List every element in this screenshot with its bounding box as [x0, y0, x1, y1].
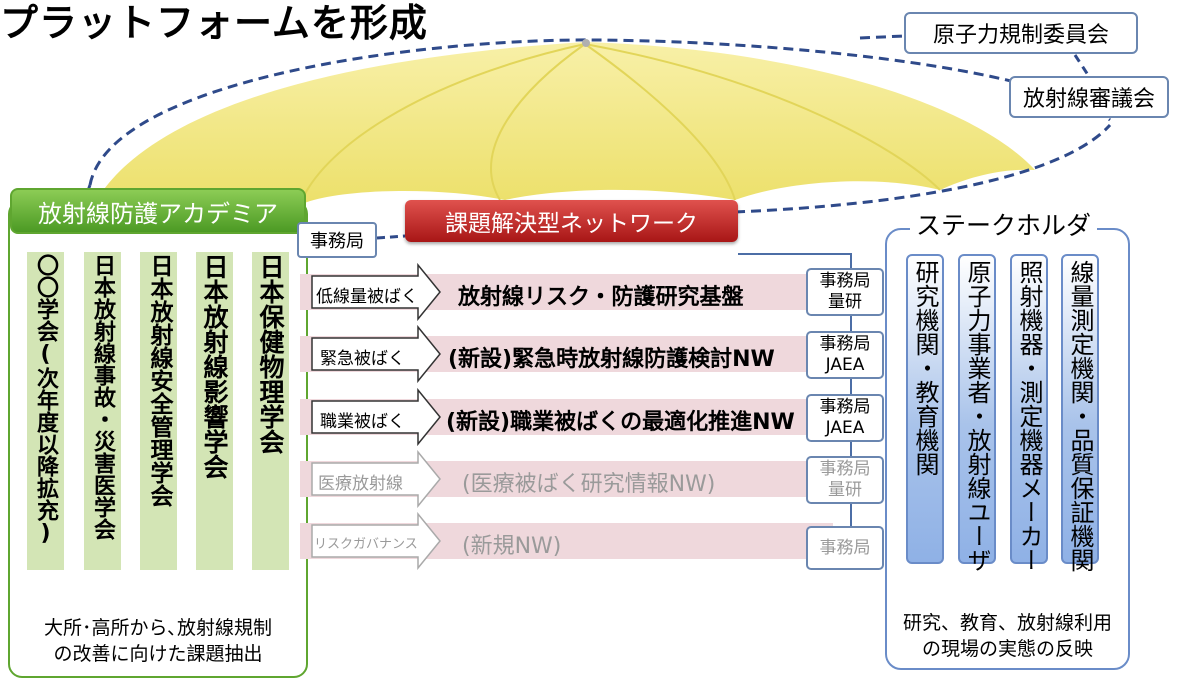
network-theme: (医療被ばく研究情報NW) — [462, 472, 716, 497]
academia-secretariat-box: 事務局 — [297, 222, 377, 258]
arrow-shape — [311, 511, 441, 571]
stakeholder-column: 線量測定機関・品質保証機関 — [1061, 254, 1099, 572]
org-label: 日本放射線安全管理学会 — [146, 254, 172, 507]
org-label: 日本放射線事故・災害医学会 — [90, 254, 115, 540]
row-secretariat-label: 事務局 — [819, 397, 871, 417]
org-label: 日本保健物理学会 — [256, 254, 285, 454]
org-column: 〇〇学会(次年度以降拡充) — [27, 252, 64, 570]
stakeholder-label: 研究機関・教育機関 — [911, 260, 939, 476]
row-secretariat-label: 事務局 — [819, 334, 871, 354]
org-column: 日本放射線影響学会 — [196, 252, 233, 570]
umbrella-tip — [582, 39, 590, 47]
row-secretariat: 事務局 JAEA — [806, 394, 884, 442]
stakeholder-note: 研究、教育、放射線利用 の現場の実態の反映 — [887, 610, 1128, 662]
arrow-label: リスクガバナンス — [314, 537, 418, 552]
umbrella-canopy — [100, 42, 1035, 205]
org-label: 日本放射線影響学会 — [200, 254, 229, 479]
org-column: 日本保健物理学会 — [252, 252, 289, 570]
academia-header-label: 放射線防護アカデミア — [38, 199, 278, 228]
network-theme: (新設)職業被ばくの最適化推進NW — [446, 410, 795, 435]
row-secretariat: 事務局 量研 — [806, 268, 884, 316]
academia-note-line: の改善に向けた課題抽出 — [53, 643, 263, 665]
arrow-label: 緊急被ばく — [320, 349, 405, 369]
network-theme: (新設)緊急時放射線防護検討NW — [448, 347, 775, 372]
stakeholder-label: 原子力事業者・放射線ユーザ — [963, 260, 991, 572]
stakeholder-note-line: の現場の実態の反映 — [921, 638, 1093, 660]
row-secretariat-host: JAEA — [825, 355, 865, 375]
stakeholder-label: 照射機器・測定機器メーカー — [1015, 260, 1043, 572]
arrow-label: 低線量被ばく — [316, 287, 418, 307]
row-secretariat-host: 量研 — [828, 480, 862, 500]
network-header: 課題解決型ネットワーク — [405, 200, 738, 242]
stakeholder-column: 照射機器・測定機器メーカー — [1010, 254, 1048, 572]
row-secretariat-label: 事務局 — [819, 271, 871, 291]
regulator-council-box: 放射線審議会 — [1009, 76, 1169, 118]
orbit-ellipse-back — [88, 38, 1111, 186]
row-secretariat: 事務局 JAEA — [806, 331, 884, 379]
academia-secretariat-label: 事務局 — [310, 231, 364, 252]
row-secretariat-host: JAEA — [825, 418, 865, 438]
stakeholder-column: 原子力事業者・放射線ユーザ — [958, 254, 996, 572]
orbit-ellipse-front-right — [734, 123, 1112, 214]
network-theme: (新規NW) — [462, 534, 562, 559]
arrow-label: 医療放射線 — [318, 474, 403, 494]
regulator-council-label: 放射線審議会 — [1022, 87, 1155, 112]
row-secretariat-host: 量研 — [828, 292, 862, 312]
network-header-label: 課題解決型ネットワーク — [445, 211, 698, 237]
academia-note-line: 大所･高所から､放射線規制 — [43, 617, 272, 639]
org-label: 〇〇学会(次年度以降拡充) — [33, 254, 58, 546]
arrow-shape — [311, 262, 441, 322]
page-title: プラットフォームを形成 — [0, 1, 428, 45]
stakeholder-label: 線量測定機関・品質保証機関 — [1066, 260, 1094, 572]
arrow-shape — [311, 387, 441, 447]
row-secretariat: 事務局 — [806, 526, 884, 570]
row-secretariat: 事務局 量研 — [806, 456, 884, 504]
regulator-nra-label: 原子力規制委員会 — [932, 23, 1109, 48]
org-column: 日本放射線安全管理学会 — [140, 252, 177, 570]
regulator-nra-box: 原子力規制委員会 — [904, 12, 1138, 54]
stakeholder-note-line: 研究、教育、放射線利用 — [902, 612, 1112, 634]
arrow-label: 職業被ばく — [320, 412, 405, 432]
stakeholder-column: 研究機関・教育機関 — [906, 254, 944, 564]
arrow-shape — [311, 324, 441, 384]
stakeholder-header: ステークホルダ — [910, 206, 1098, 242]
arrow-shape — [311, 449, 441, 509]
network-theme: 放射線リスク・防護研究基盤 — [458, 285, 744, 310]
academia-note: 大所･高所から､放射線規制 の改善に向けた課題抽出 — [12, 615, 304, 667]
row-secretariat-label: 事務局 — [819, 537, 871, 558]
academia-header: 放射線防護アカデミア — [10, 188, 306, 234]
row-secretariat-label: 事務局 — [819, 459, 871, 479]
org-column: 日本放射線事故・災害医学会 — [84, 252, 121, 570]
